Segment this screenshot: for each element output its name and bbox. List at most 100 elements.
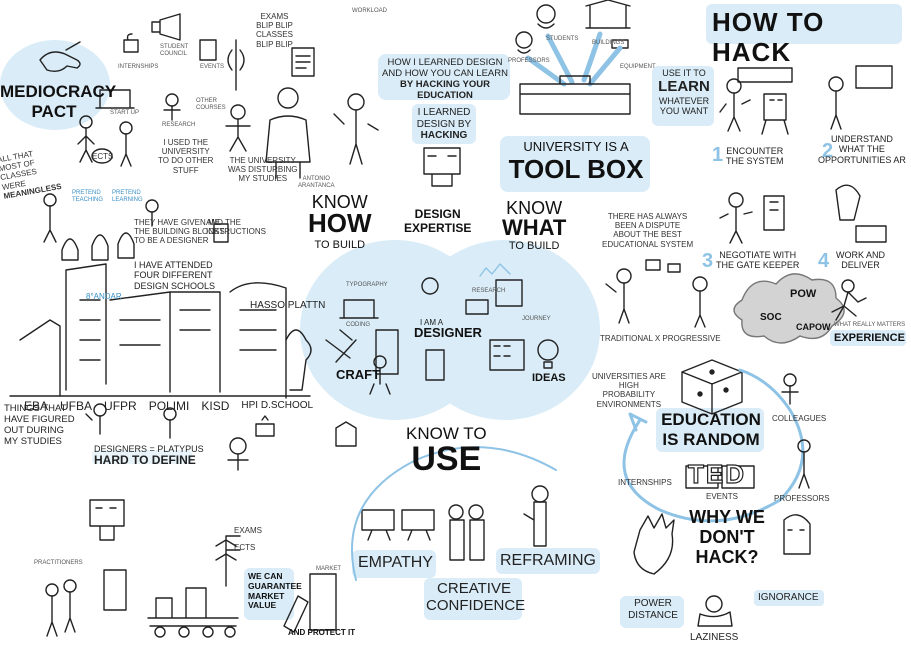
research-label: RESEARCH	[472, 288, 506, 294]
step-4-number: 4	[818, 250, 830, 272]
step-3-number: 3	[702, 250, 714, 272]
typography-label: TYPOGRAPHY	[346, 282, 388, 288]
workload-label: WORKLOAD	[352, 8, 388, 14]
blob-ignorance	[754, 590, 824, 606]
ted-label: TED	[687, 459, 746, 490]
things-figured-out: THINGS THAT I HAVE FIGURED OUT DURING MY…	[4, 403, 75, 447]
school-names: EBA UFBA UFPR POLIMI KISD HPI d.SCHOOL	[24, 399, 324, 414]
school-hpi: HPI d.SCHOOL	[241, 400, 314, 411]
craft-label: CRAFT	[336, 367, 381, 382]
school-ufba: UFBA	[60, 399, 93, 413]
i-am-a-label: I AM A	[420, 318, 444, 327]
internships-top-label: INTERNSHIPS	[118, 64, 159, 70]
professors-label: PROFESSORS	[774, 494, 830, 503]
blob-intro	[378, 54, 510, 100]
toolbox-title: UNIVERSITY IS A TOOL BOX	[508, 139, 644, 184]
events-label: EVENTS	[706, 492, 739, 501]
how-to-hack-title: HOW TO HACK	[712, 7, 825, 67]
capow-label: CAPOW	[796, 322, 831, 332]
start-up-label: START UP	[110, 110, 140, 116]
why-we-dont-hack-title: WHY WE DON'T HACK?	[689, 507, 765, 567]
ideas-label: IDEAS	[532, 372, 566, 384]
soc-label: SOC	[760, 312, 782, 323]
intro-text: HOW I LEARNED DESIGN AND HOW YOU CAN LEA…	[382, 57, 508, 101]
practitioners-label: PRACTITIONERS	[34, 560, 83, 566]
know-how-title: KNOW HOW TO BUILD	[308, 192, 372, 251]
blob-learned	[412, 104, 476, 144]
school-kisd: KISD	[201, 399, 230, 413]
blob-mediocracy	[0, 40, 110, 130]
step-2-number: 2	[822, 140, 834, 162]
pow-label: POW	[790, 288, 817, 300]
ects-label: ECTS	[92, 152, 114, 161]
school-eba: EBA	[24, 399, 49, 413]
empathy-label: EMPATHY	[358, 554, 433, 571]
internships-label: INTERNSHIPS	[618, 478, 672, 487]
designer-label: DESIGNER	[414, 325, 482, 340]
laziness-label: LAZINESS	[690, 632, 739, 643]
journey-label: JOURNEY	[522, 316, 551, 322]
reframing-label: REFRAMING	[500, 552, 596, 569]
hasso-label: HASSO PLATTN	[250, 300, 326, 311]
experience-label: EXPERIENCE	[834, 332, 905, 344]
step-1-number: 1	[712, 144, 724, 166]
learned-hacking-text: I LEARNED DESIGN BY HACKING	[416, 107, 472, 141]
know-to-use-title: KNOW TO USE	[406, 424, 487, 478]
protect-label: AND PROTECT IT	[288, 628, 356, 637]
education-random-title: EDUCATION IS RANDOM	[661, 410, 761, 449]
events-top-label: EVENTS	[200, 64, 225, 70]
blob-reframing	[496, 548, 600, 574]
professors-top-label: PROFESSORS	[508, 58, 550, 64]
what-matters-label: WHAT REALLY MATTERS	[834, 322, 906, 328]
know-what-title: KNOW WHAT TO BUILD	[502, 198, 567, 252]
colleagues-label: COLLEAGUES	[772, 414, 827, 423]
mediocracy-title: MEDIOCRACY PACT	[0, 82, 117, 121]
blob-toolbox	[500, 136, 650, 192]
equipment-label: EQUIPMENT	[620, 64, 656, 70]
blob-use-it	[652, 66, 714, 126]
research-top-label: RESEARCH	[162, 122, 196, 128]
ignorance-label: IGNORANCE	[758, 592, 819, 603]
traditional-label: TRADITIONAL X PROGRESSIVE	[600, 334, 721, 343]
market-label: MARKET	[316, 566, 342, 572]
blob-creative	[424, 578, 522, 620]
oitavo-label: 8°ANDAR	[86, 292, 122, 301]
use-it-text: USE IT TO LEARN WHATEVER YOU WANT	[658, 68, 710, 116]
blob-how-to-hack	[706, 4, 902, 44]
blob-guarantee	[244, 568, 294, 620]
school-ufpr: UFPR	[104, 399, 137, 413]
school-polimi: POLIMI	[148, 399, 190, 413]
blob-empathy	[352, 550, 436, 578]
blob-platypus	[92, 450, 192, 464]
blob-experience	[830, 330, 906, 346]
blob-education-random	[656, 408, 764, 452]
students-label: STUDENTS	[546, 36, 579, 42]
blob-venn-right	[410, 240, 600, 420]
designers-platypus: DESIGNERS = PLATYPUS HARD TO DEFINE	[94, 444, 204, 468]
blob-power	[620, 596, 684, 628]
buildings-label: BUILDINGS	[592, 40, 625, 46]
